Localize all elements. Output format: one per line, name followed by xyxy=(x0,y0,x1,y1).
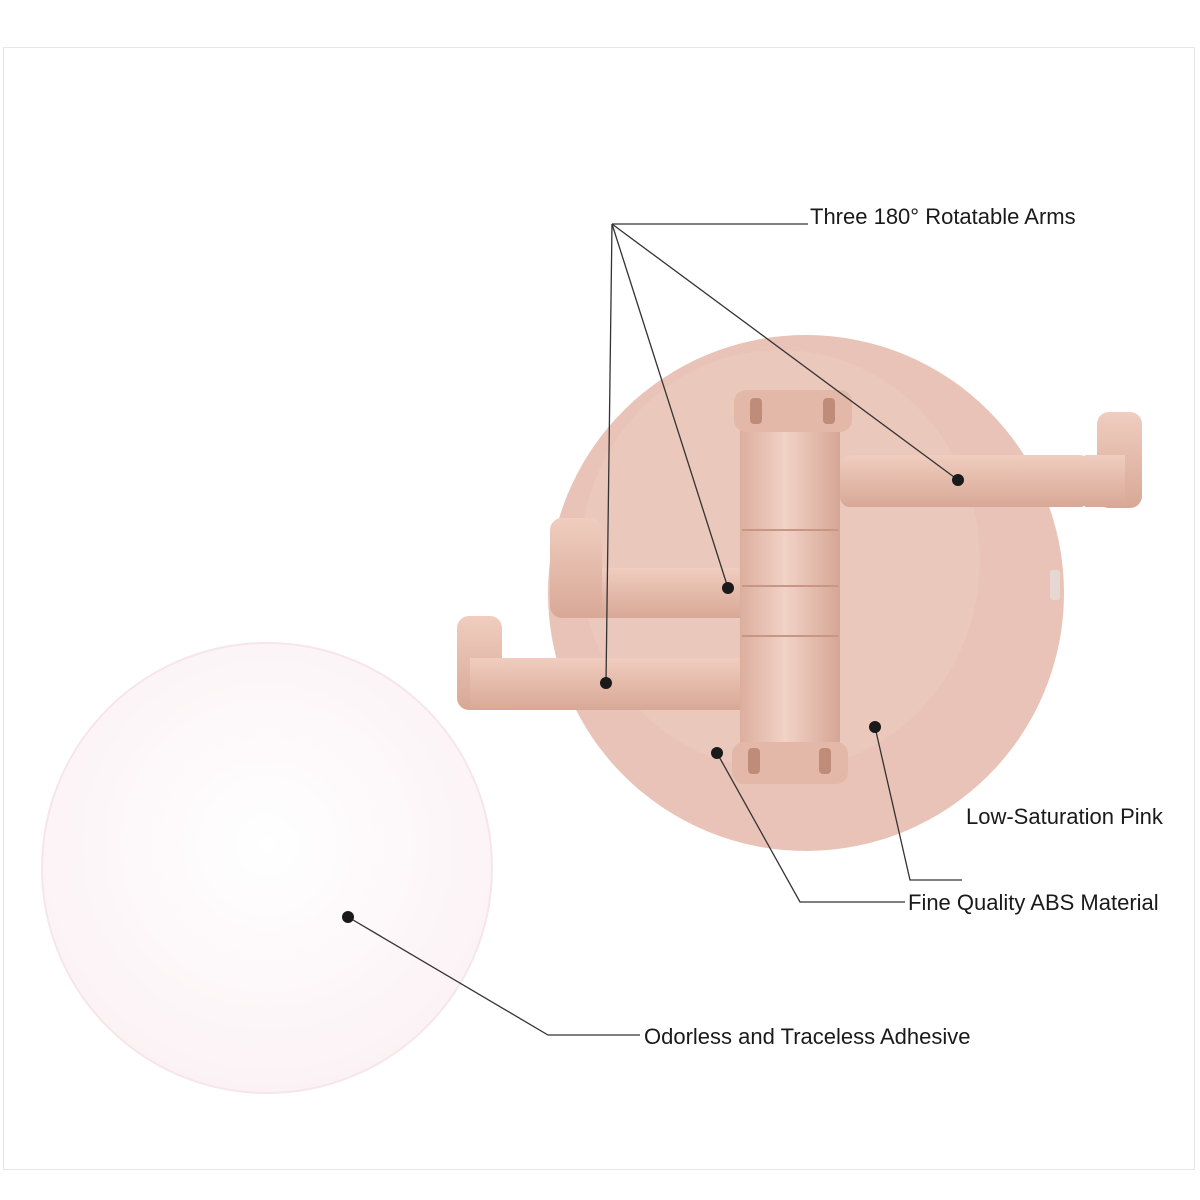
dot-adhesive xyxy=(342,911,354,923)
plate-tab xyxy=(1050,570,1060,600)
leader-lines xyxy=(347,223,962,1036)
swivel-column xyxy=(732,390,852,784)
dot-arm-top xyxy=(952,474,964,486)
dot-arm-lower xyxy=(600,677,612,689)
dot-pink xyxy=(869,721,881,733)
dot-abs xyxy=(711,747,723,759)
label-rotatable-arms: Three 180° Rotatable Arms xyxy=(810,204,1076,229)
arm-lower-left xyxy=(457,616,750,710)
adhesive-pad xyxy=(41,642,493,1094)
label-adhesive: Odorless and Traceless Adhesive xyxy=(644,1024,971,1049)
dot-arm-middle xyxy=(722,582,734,594)
arm-top-right xyxy=(840,412,1142,508)
label-abs-material: Fine Quality ABS Material xyxy=(908,890,1159,915)
label-low-saturation-pink: Low-Saturation Pink xyxy=(966,804,1163,829)
